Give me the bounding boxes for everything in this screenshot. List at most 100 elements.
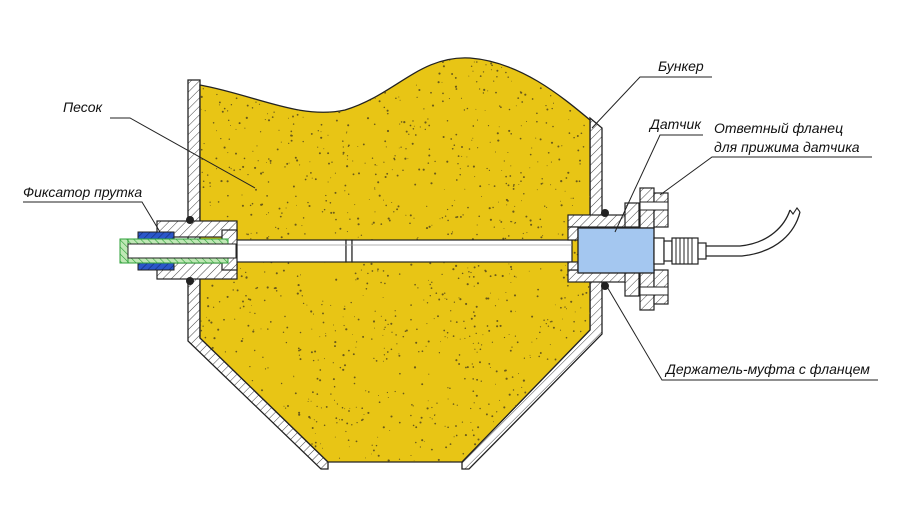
- sand-speck: [476, 282, 480, 285]
- sand-speck: [377, 395, 379, 396]
- sand-speck: [423, 299, 425, 301]
- sand-speck: [384, 84, 387, 87]
- sand-speck: [416, 238, 418, 240]
- sand-speck: [314, 433, 316, 434]
- sand-speck: [493, 421, 495, 423]
- sand-speck: [310, 400, 312, 402]
- sand-speck: [334, 345, 336, 348]
- sand-speck: [499, 219, 501, 221]
- sand-speck: [281, 212, 283, 214]
- sand-speck: [327, 181, 329, 183]
- sand-speck: [426, 323, 428, 325]
- sand-speck: [473, 402, 475, 404]
- sand-speck: [557, 233, 559, 235]
- sand-speck: [464, 434, 467, 437]
- sand-speck: [529, 219, 532, 222]
- sand-speck: [547, 325, 550, 327]
- sand-speck: [208, 319, 211, 322]
- sand-speck: [299, 289, 302, 292]
- sand-speck: [267, 181, 270, 183]
- sand-speck: [317, 91, 319, 94]
- sand-speck: [393, 211, 395, 213]
- sand-speck: [475, 332, 477, 335]
- sand-speck: [213, 337, 216, 340]
- sand-speck: [485, 413, 488, 416]
- sand-speck: [487, 90, 489, 92]
- sand-speck: [335, 119, 338, 122]
- sand-speck: [290, 134, 293, 137]
- sand-speck: [533, 60, 534, 62]
- sand-speck: [560, 180, 563, 183]
- sand-speck: [533, 73, 535, 75]
- sand-speck: [428, 154, 431, 157]
- sand-speck: [286, 404, 290, 408]
- sand-speck: [322, 321, 325, 324]
- sand-speck: [472, 434, 475, 437]
- sand-speck: [488, 184, 490, 186]
- sand-speck: [266, 195, 268, 197]
- sand-speck: [314, 441, 317, 444]
- sand-speck: [292, 115, 294, 118]
- sand-speck: [500, 220, 503, 223]
- sand-speck: [545, 57, 547, 59]
- sand-speck: [267, 212, 270, 214]
- sand-speck: [200, 148, 203, 151]
- sand-speck: [579, 159, 581, 162]
- sand-speck: [447, 398, 449, 400]
- sand-speck: [374, 164, 376, 166]
- sand-speck: [385, 358, 388, 360]
- sand-speck: [304, 233, 306, 235]
- sand-speck: [430, 182, 433, 185]
- sand-speck: [371, 444, 373, 446]
- sand-speck: [299, 358, 302, 361]
- sand-speck: [514, 463, 515, 464]
- sand-speck: [396, 174, 399, 177]
- label-bunker: Бункер: [658, 58, 704, 74]
- sand-speck: [404, 157, 407, 160]
- sand-speck: [536, 112, 538, 115]
- sand-speck: [396, 343, 398, 345]
- sand-speck: [226, 110, 229, 112]
- sand-speck: [477, 426, 480, 429]
- sand-speck: [246, 441, 249, 443]
- sand-speck: [353, 57, 356, 60]
- sand-speck: [360, 269, 362, 271]
- sand-speck: [567, 171, 570, 174]
- sand-speck: [426, 205, 428, 207]
- sand-speck: [301, 295, 303, 297]
- sand-speck: [281, 441, 283, 444]
- sand-speck: [433, 414, 436, 416]
- sand-speck: [502, 61, 504, 63]
- sand-speck: [455, 179, 458, 181]
- sand-speck: [514, 205, 516, 207]
- sand-speck: [577, 149, 580, 152]
- sand-speck: [376, 165, 378, 166]
- sand-speck: [443, 292, 446, 294]
- sand-speck: [213, 375, 215, 377]
- sand-speck: [569, 109, 572, 112]
- sand-speck: [202, 180, 205, 183]
- sand-speck: [537, 288, 539, 291]
- sand-speck: [466, 107, 469, 110]
- sand-speck: [387, 217, 390, 220]
- sand-speck: [272, 436, 274, 439]
- sand-speck: [522, 232, 524, 235]
- sand-speck: [378, 401, 381, 404]
- sand-speck: [517, 97, 520, 99]
- sand-speck: [519, 463, 520, 464]
- sand-speck: [235, 403, 237, 405]
- sand-speck: [406, 463, 408, 465]
- sand-speck: [513, 183, 515, 186]
- sand-speck: [377, 436, 379, 438]
- sand-speck: [260, 417, 263, 420]
- sand-speck: [564, 306, 566, 308]
- sand-speck: [485, 64, 487, 66]
- sand-speck: [383, 199, 384, 201]
- sand-speck: [461, 146, 463, 148]
- sand-speck: [547, 319, 549, 321]
- sand-speck: [458, 354, 461, 356]
- sand-speck: [521, 386, 523, 388]
- sand-speck: [519, 137, 522, 140]
- sand-speck: [511, 346, 513, 348]
- sand-speck: [348, 98, 351, 101]
